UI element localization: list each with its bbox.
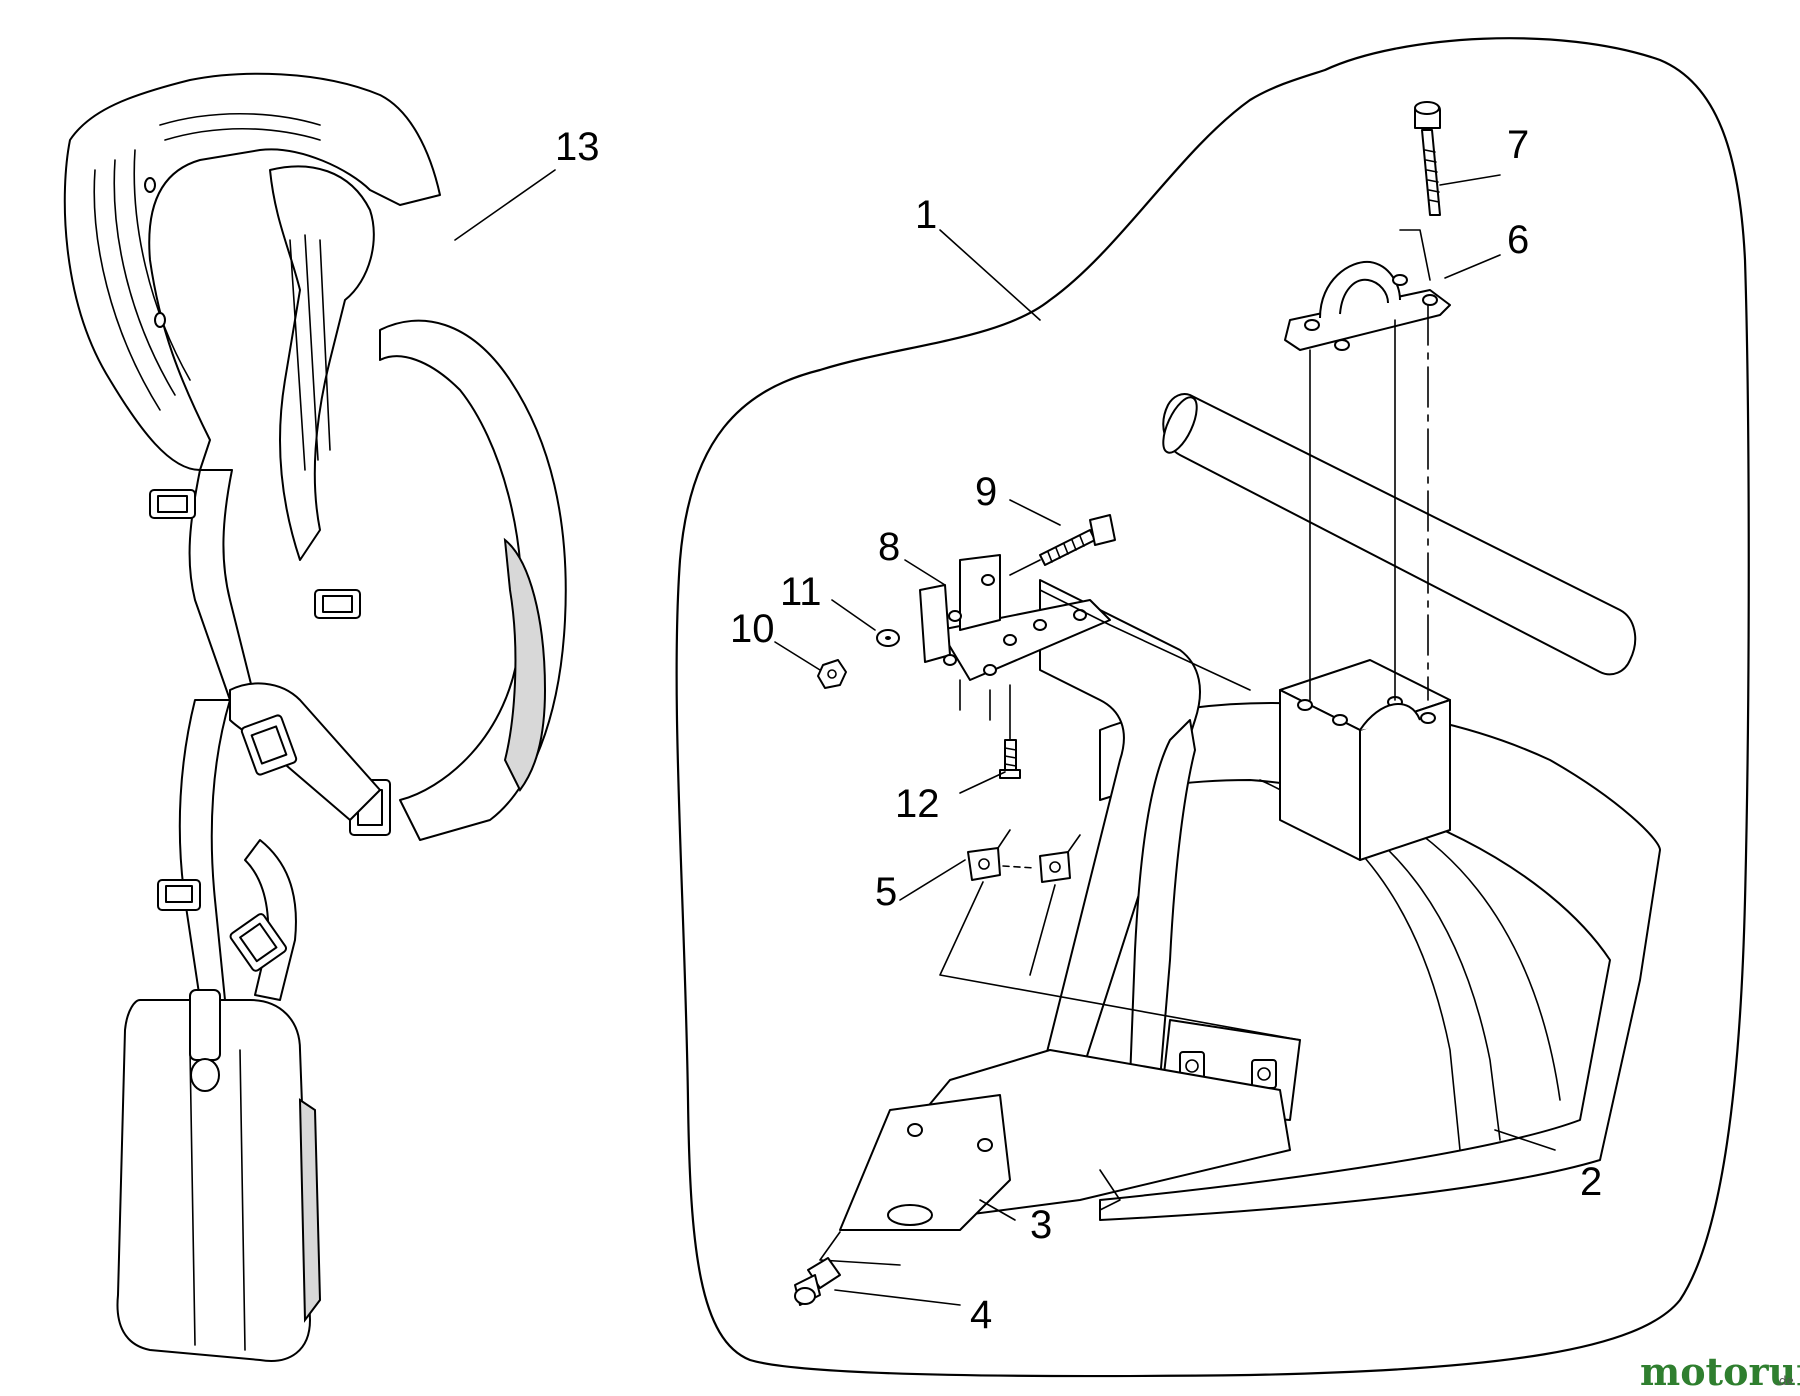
callout-9: 9 [975,470,997,514]
callout-labels: 13 1 7 6 9 8 11 10 12 5 2 3 4 [555,123,1602,1337]
watermark-suffix: .de [1775,1374,1794,1388]
trimmer-assembly-drawing [675,37,1750,1378]
callout-1: 1 [915,193,937,237]
callout-4: 4 [970,1293,992,1337]
callout-6: 6 [1507,218,1529,262]
callout-5: 5 [875,870,897,914]
callout-3: 3 [1030,1203,1052,1247]
callout-13: 13 [555,125,600,169]
callout-2: 2 [1580,1160,1602,1204]
callout-12: 12 [895,782,940,826]
callout-11: 11 [780,570,822,614]
watermark-logo: motoruf .de [1640,1349,1800,1394]
leader-lines [454,169,1556,1306]
harness-drawing [63,72,567,1362]
callout-10: 10 [730,607,775,651]
watermark-brand: motoruf [1640,1349,1800,1394]
callout-7: 7 [1507,123,1529,167]
callout-8: 8 [878,525,900,569]
